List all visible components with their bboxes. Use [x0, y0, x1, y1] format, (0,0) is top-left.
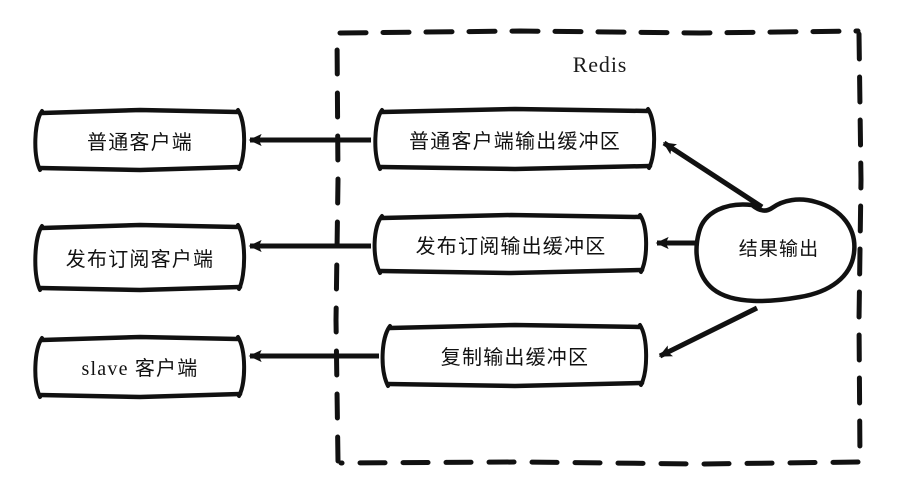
slave-client-label[interactable]: slave 客户端: [81, 357, 199, 380]
arrow-result-to-normal-buffer: [662, 140, 764, 210]
normal-client-label[interactable]: 普通客户端: [87, 131, 193, 154]
replication-output-buffer-label[interactable]: 复制输出缓冲区: [440, 346, 590, 369]
redis-container-title: Redis: [572, 52, 628, 77]
result-output-label[interactable]: 结果输出: [738, 238, 820, 260]
pubsub-client-label[interactable]: 发布订阅客户端: [65, 248, 215, 271]
normal-client-output-buffer-label[interactable]: 普通客户端输出缓冲区: [409, 130, 621, 153]
pubsub-output-buffer-label[interactable]: 发布订阅输出缓冲区: [415, 235, 607, 258]
arrow-result-to-replication-buffer: [658, 305, 759, 359]
